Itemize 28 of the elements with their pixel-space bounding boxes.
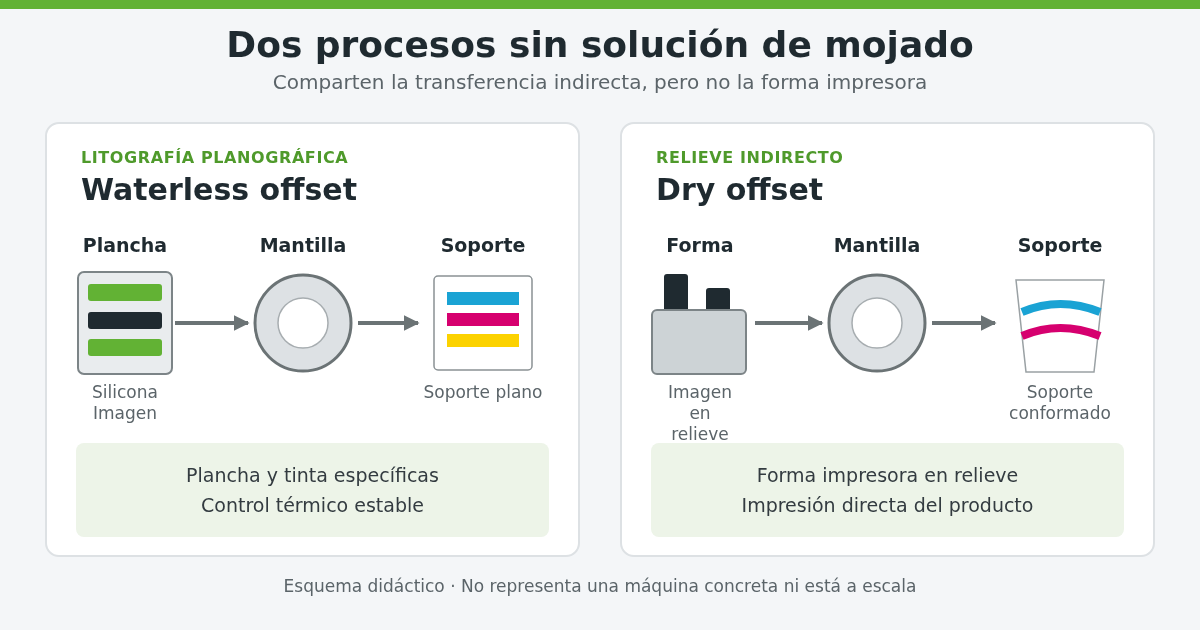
subtitle: Comparten la transferencia indirecta, pero no la forma impresora xyxy=(271,70,929,94)
note-text: Control térmico estable xyxy=(201,493,424,518)
category-label: LITOGRAFÍA PLANOGRÁFICA xyxy=(81,148,349,167)
caption-text: Silicona xyxy=(91,382,159,403)
component-heading: Soporte xyxy=(1016,233,1104,258)
arrow xyxy=(358,315,420,331)
component-heading: Mantilla xyxy=(258,233,348,258)
component-heading: Soporte xyxy=(439,233,527,258)
panel-heading: Waterless offset xyxy=(81,172,357,207)
title: Dos procesos sin solución de mojado xyxy=(225,24,975,65)
component-heading: Mantilla xyxy=(832,233,922,258)
component-heading: Plancha xyxy=(81,233,169,258)
panel-card xyxy=(620,122,1155,557)
component-heading: Forma xyxy=(665,233,735,258)
panel-card xyxy=(45,122,580,557)
panel-heading: Dry offset xyxy=(656,172,824,207)
caption-text: Imagen xyxy=(92,403,158,424)
caption-text: Imagen en relieve xyxy=(667,382,733,445)
category-label: RELIEVE INDIRECTO xyxy=(656,148,844,167)
note-text: Impresión directa del producto xyxy=(741,493,1034,518)
caption-text: Soporte conformado xyxy=(1008,382,1112,424)
arrow xyxy=(175,315,250,331)
arrow xyxy=(755,315,824,331)
note-text: Plancha y tinta específicas xyxy=(186,463,439,488)
caption-text: Soporte plano xyxy=(422,382,544,403)
arrow xyxy=(932,315,997,331)
note-text: Forma impresora en relieve xyxy=(756,463,1019,488)
caption: Esquema didáctico · No representa una máquina concreta ni está a escala xyxy=(282,576,918,596)
